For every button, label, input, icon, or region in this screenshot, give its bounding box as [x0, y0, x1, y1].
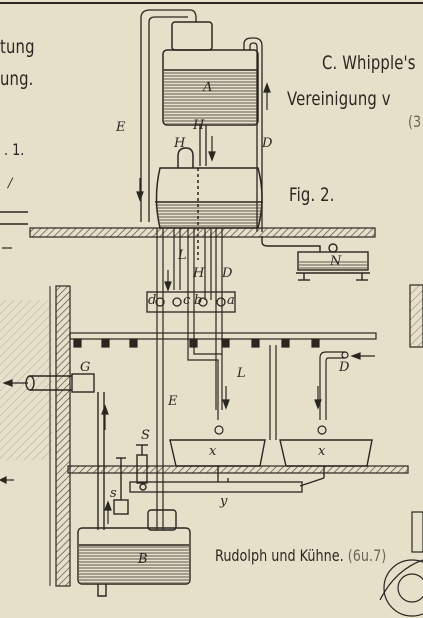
- label-d-mid: D: [222, 266, 233, 281]
- left-wall: [49, 285, 71, 587]
- header-title-line-1: C. Whipple's: [322, 52, 416, 74]
- label-valve-a: a: [227, 293, 235, 308]
- left-column-line-1: tung: [0, 36, 35, 58]
- pipe-d: [243, 37, 263, 232]
- tank-b-and-valves: [77, 444, 191, 597]
- label-l-low: L: [237, 366, 246, 381]
- pipe-h-vertical: [199, 125, 207, 166]
- credit-text: Rudolph und Kühne. (6u.7): [215, 546, 386, 565]
- middle-floor-beam: [69, 332, 377, 348]
- label-d-right: D: [339, 360, 350, 375]
- lower-floor-slab: [67, 465, 409, 474]
- label-s-upper: S: [141, 428, 150, 443]
- barrel-tank: [155, 147, 263, 260]
- label-valve-d: d: [148, 293, 157, 308]
- label-b: B: [138, 552, 148, 567]
- label-e-low: E: [168, 394, 178, 409]
- label-d-upper: D: [262, 136, 273, 151]
- pipe-e: [140, 9, 197, 222]
- vertical-risers: [156, 228, 223, 530]
- label-l-mid: L: [178, 248, 187, 263]
- label-x-1: x: [209, 444, 217, 459]
- label-h-mid: H: [193, 266, 205, 281]
- label-h-top: H: [193, 118, 205, 133]
- label-valve-c: c: [183, 293, 191, 308]
- credit-ref: (6u.7): [347, 546, 387, 565]
- flow-arrows: [0, 82, 375, 524]
- label-x-2: x: [318, 444, 326, 459]
- label-n: N: [330, 254, 342, 269]
- pipe-l-and-d: [187, 320, 349, 440]
- label-a: A: [203, 80, 213, 95]
- credit-name: Rudolph und Kühne.: [215, 546, 344, 565]
- left-column-line-2: ung.: [0, 68, 34, 90]
- right-edge-fragments: [379, 284, 423, 617]
- label-s-lower: s: [110, 486, 117, 501]
- label-valve-b: b: [194, 293, 203, 308]
- label-e-upper: E: [116, 120, 126, 135]
- left-pipe-fragment: [0, 211, 28, 225]
- drain-pipe-y: [129, 477, 325, 493]
- header-title-line-2: Vereinigung v: [287, 88, 391, 110]
- label-y: y: [220, 494, 228, 509]
- label-h-loop: H: [174, 136, 186, 151]
- tank-a: [162, 21, 259, 126]
- tray-n: [261, 236, 370, 281]
- left-column-line-4: /: [8, 176, 13, 191]
- valve-block: [146, 291, 236, 313]
- label-g: G: [80, 360, 91, 375]
- pipe-g: [25, 373, 105, 530]
- left-column-line-3: . 1.: [4, 140, 25, 159]
- header-title-line-3: (3: [408, 112, 422, 131]
- figure-title: Fig. 2.: [289, 184, 335, 206]
- upper-floor-slab: [29, 227, 376, 238]
